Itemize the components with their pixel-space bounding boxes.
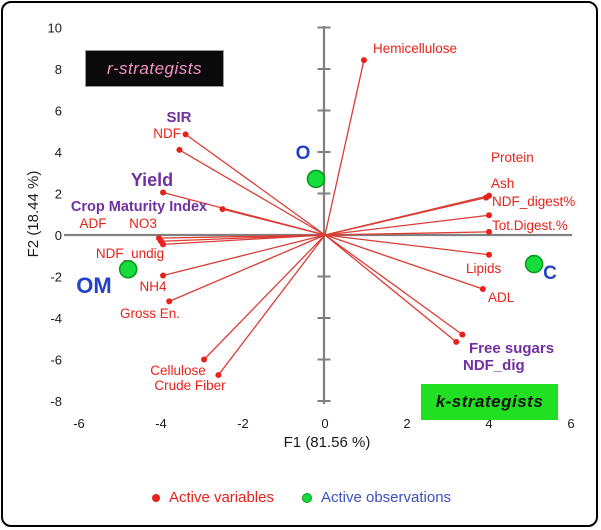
vector-crude-fiber xyxy=(217,234,326,376)
label-ndf-undig: NDF_undig xyxy=(96,246,164,261)
observation-label-om: OM xyxy=(76,273,111,298)
vector-adl xyxy=(324,234,484,290)
y-tick-label-6: 6 xyxy=(55,104,62,119)
k-strategists-label: k-strategists xyxy=(435,392,544,411)
label-lipids: Lipids xyxy=(466,261,502,276)
point-ndf-undig xyxy=(160,241,167,248)
vector-free-sugars xyxy=(324,234,463,336)
active-variables-dot-icon xyxy=(151,493,160,502)
vector-ndf xyxy=(179,149,326,236)
vector-ndf-digest xyxy=(324,214,490,236)
y-axis-title: F2 (18.44 %) xyxy=(25,170,42,258)
y-tick-label--6: -6 xyxy=(50,353,62,368)
x-tick-label--2: -2 xyxy=(237,416,249,431)
x-tick-label-4: 4 xyxy=(485,416,492,431)
vector-nh4 xyxy=(162,234,326,277)
point-lipids xyxy=(486,251,492,258)
legend: Active variables Active observations xyxy=(3,489,596,506)
x-axis-title: F1 (81.56 %) xyxy=(283,434,371,451)
vector-ndf-undig xyxy=(163,234,326,245)
y-tick-label--4: -4 xyxy=(50,311,62,326)
point-sir xyxy=(182,131,189,138)
point-ndf-digest xyxy=(486,212,492,219)
observation-point-om xyxy=(118,259,138,279)
r-strategists-label: r-strategists xyxy=(107,58,202,78)
vector-cellulose xyxy=(203,234,326,360)
observation-label-o: O xyxy=(296,143,311,164)
point-nh4 xyxy=(160,272,167,279)
k-strategists-box: k-strategists xyxy=(421,384,558,420)
legend-item-active-observations: Active observations xyxy=(301,489,452,506)
legend-active-variables-label: Active variables xyxy=(168,489,274,506)
vector-ndf-dig xyxy=(324,234,457,343)
y-tick-label--8: -8 xyxy=(50,394,62,409)
point-tot-digest xyxy=(486,228,492,235)
y-tick-label--2: -2 xyxy=(50,270,62,285)
label-adl: ADL xyxy=(488,290,515,305)
legend-item-active-variables: Active variables xyxy=(151,489,274,506)
label-tot-digest: Tot.Digest.% xyxy=(492,218,568,233)
observation-point-o xyxy=(306,169,326,189)
label-ndf-digest: NDF_digest% xyxy=(492,194,575,209)
label-cellulose: Cellulose xyxy=(150,363,206,378)
y-tick-label-0: 0 xyxy=(55,228,62,243)
vector-tot-digest xyxy=(324,231,490,236)
vector-lipids xyxy=(324,234,490,256)
y-tick-label-8: 8 xyxy=(55,62,62,77)
point-hemicellulose xyxy=(360,57,367,64)
vector-sir xyxy=(185,133,326,236)
observation-label-c: C xyxy=(543,263,557,284)
label-free-sugars: Free sugars xyxy=(469,340,554,357)
observation-point-c xyxy=(524,254,544,274)
label-nh4: NH4 xyxy=(139,279,166,294)
label-sir: SIR xyxy=(166,109,191,126)
x-tick-label-2: 2 xyxy=(403,416,410,431)
point-ash xyxy=(483,194,490,201)
label-adf: ADF xyxy=(80,216,107,231)
point-crude-fiber xyxy=(215,372,222,379)
label-crop-maturity-index: Crop Maturity Index xyxy=(71,199,207,215)
x-tick-label-0: 0 xyxy=(321,416,328,431)
x-tick-label--6: -6 xyxy=(73,416,85,431)
point-free-sugars xyxy=(459,331,466,338)
legend-active-observations-label: Active observations xyxy=(320,489,452,506)
label-ndf-dig: NDF_dig xyxy=(463,357,525,374)
label-yield: Yield xyxy=(131,170,173,190)
y-tick-label-2: 2 xyxy=(55,187,62,202)
point-ndf xyxy=(176,146,183,153)
label-hemicellulose: Hemicellulose xyxy=(373,41,457,56)
point-crop-maturity-index xyxy=(219,206,226,213)
label-no3: NO3 xyxy=(129,216,157,231)
vector-gross-en xyxy=(168,234,326,302)
active-observations-dot-icon xyxy=(301,492,312,503)
vector-ash xyxy=(324,197,487,236)
label-gross-en: Gross En. xyxy=(120,306,180,321)
label-ndf: NDF xyxy=(153,126,181,141)
x-tick-label--4: -4 xyxy=(155,416,167,431)
label-ash: Ash xyxy=(491,176,514,191)
point-adl xyxy=(479,285,486,292)
point-ndf-dig xyxy=(453,338,460,345)
vector-hemicellulose xyxy=(324,59,365,236)
label-crude-fiber: Crude Fiber xyxy=(154,378,226,393)
point-yield xyxy=(160,189,167,196)
point-gross-en xyxy=(166,298,173,305)
y-tick-label-4: 4 xyxy=(55,145,62,160)
label-protein: Protein xyxy=(491,150,534,165)
y-tick-label-10: 10 xyxy=(48,21,62,36)
vector-crop-maturity-index xyxy=(222,208,326,236)
point-cellulose xyxy=(201,356,208,363)
x-tick-label-6: 6 xyxy=(567,416,574,431)
r-strategists-box: r-strategists xyxy=(85,50,224,87)
